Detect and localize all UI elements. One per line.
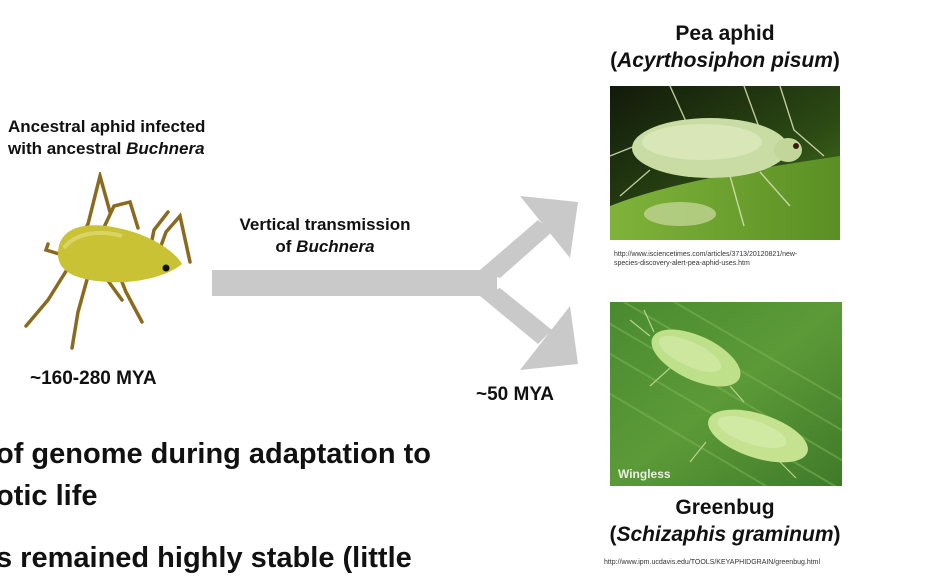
photo-leg <box>759 171 791 207</box>
greenbug-leg <box>779 461 797 479</box>
pea-aphid-source: http://www.isciencetimes.com/articles/37… <box>614 250 854 268</box>
ancestor-label: Ancestral aphid infected with ancestral … <box>8 116 268 160</box>
photo-aphid-eye <box>793 143 799 149</box>
greenbug-aphid-1-highlight <box>658 335 722 373</box>
pea-aphid-scientific-name: (Acyrthosiphon pisum) <box>580 47 870 74</box>
ancestor-label-prefix: with ancestral <box>8 139 127 158</box>
arrow-shaft <box>212 270 497 296</box>
ancestor-label-italic: Buchnera <box>126 139 205 158</box>
greenbug-watermark: Wingless <box>618 467 671 481</box>
greenbug-source: http://www.ipm.ucdavis.edu/TOOLS/KEYAPHI… <box>604 559 821 566</box>
arrow-lower-head <box>520 306 578 370</box>
paren-close: ) <box>833 523 841 546</box>
greenbug-title: Greenbug (Schizaphis graminum) <box>580 494 870 548</box>
bullet-line-2: otic life <box>0 480 98 512</box>
greenbug-leg <box>649 367 671 387</box>
aphid-eye <box>162 264 170 272</box>
leaf-vein <box>610 322 842 462</box>
bullet-line-3: s remained highly stable (little <box>0 542 412 574</box>
photo-antenna <box>743 86 761 131</box>
photo-leg <box>619 169 651 197</box>
greenbug-leg <box>689 441 707 463</box>
arrow-lower-branch <box>480 288 552 344</box>
aphid-antenna <box>156 212 192 264</box>
pea-aphid-title: Pea aphid (Acyrthosiphon pisum) <box>580 20 870 74</box>
ancestral-aphid-illustration <box>24 172 192 350</box>
split-age: ~50 MYA <box>476 384 554 405</box>
transmission-line2: of Buchnera <box>225 236 425 258</box>
aphid-leg <box>96 199 140 242</box>
greenbug-common-name: Greenbug <box>675 496 775 519</box>
photo-leg <box>729 175 745 227</box>
ancestor-age: ~160-280 MYA <box>30 368 157 389</box>
greenbug-leg <box>729 385 745 403</box>
leaf-vein <box>672 302 842 401</box>
photo-antenna <box>779 86 825 157</box>
greenbug-antenna <box>629 319 651 337</box>
bullet-line-1: of genome during adaptation to <box>0 438 431 470</box>
photo-aphid-head <box>774 138 802 162</box>
pea-aphid-common-name: Pea aphid <box>675 22 775 45</box>
photo-aphid-highlight <box>642 124 762 160</box>
pea-aphid-sci-italic: Acyrthosiphon pisum <box>617 49 833 72</box>
transmission-line1: Vertical transmission <box>239 215 411 234</box>
aphid-highlight <box>62 230 123 250</box>
photo-nymph <box>644 202 716 226</box>
aphid-leg <box>24 266 70 328</box>
paren-open: ( <box>610 49 618 72</box>
ancestor-label-line1: Ancestral aphid infected <box>8 117 206 136</box>
transmission-prefix: of <box>275 237 297 256</box>
transmission-italic: Buchnera <box>296 237 375 256</box>
pea-aphid-url-line2: species-discovery-alert-pea-aphid-uses.h… <box>614 260 750 267</box>
aphid-leg <box>70 274 90 350</box>
photo-antenna <box>669 86 689 127</box>
transmission-label: Vertical transmission of Buchnera <box>225 214 425 258</box>
greenbug-aphid-2-highlight <box>717 416 787 448</box>
arrow-upper-branch <box>480 220 552 278</box>
greenbug-scientific-name: (Schizaphis graminum) <box>580 521 870 548</box>
photo-background <box>610 302 842 486</box>
arrow-upper-head <box>520 196 578 258</box>
ancestor-label-line2: with ancestral Buchnera <box>8 138 268 160</box>
forked-arrow <box>212 196 578 370</box>
greenbug-sci-italic: Schizaphis graminum <box>616 523 834 546</box>
greenbug-photo: Wingless <box>610 302 842 486</box>
leaf-vein <box>610 392 768 486</box>
aphid-body <box>58 225 182 283</box>
paren-close: ) <box>832 49 840 72</box>
pea-aphid-photo <box>610 86 840 240</box>
paren-open: ( <box>609 523 617 546</box>
pea-aphid-url-line1: http://www.isciencetimes.com/articles/37… <box>614 251 798 258</box>
greenbug-antenna <box>643 309 655 333</box>
